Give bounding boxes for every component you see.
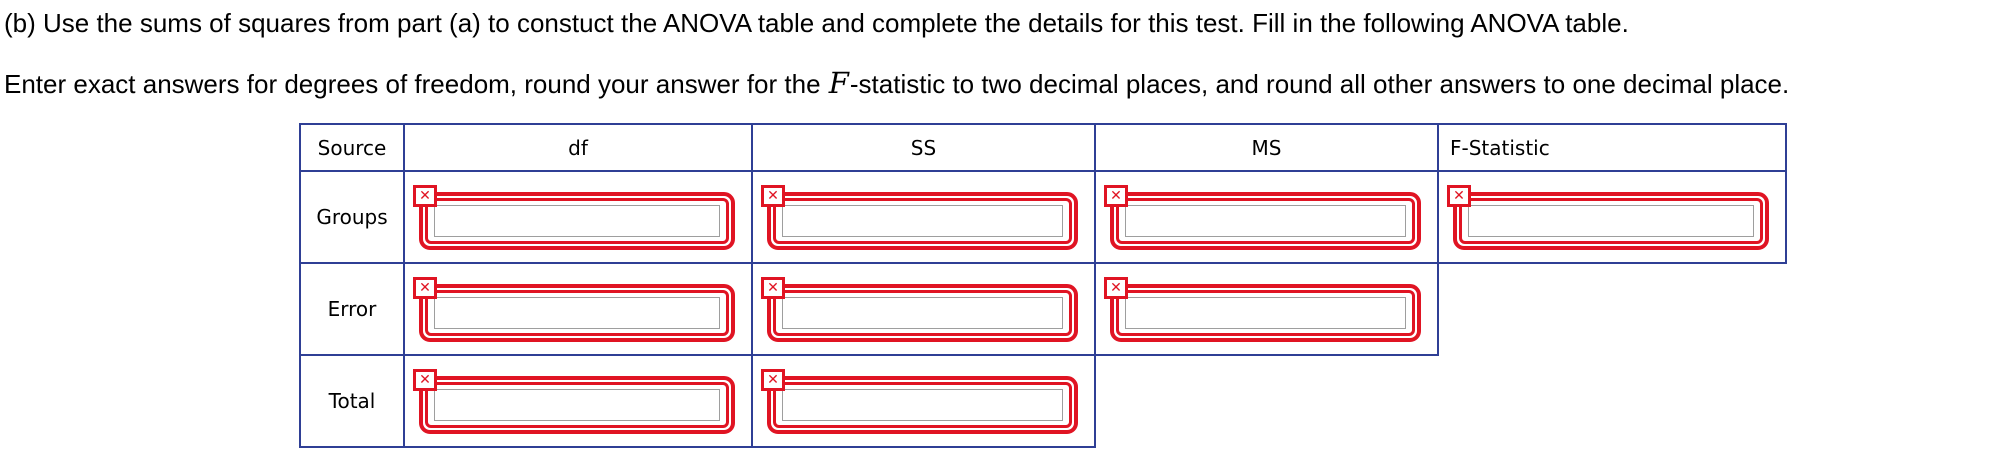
incorrect-outline: [767, 283, 1078, 342]
groups-ss-input[interactable]: [782, 204, 1063, 237]
cell-error-ss: ✕: [751, 262, 1096, 356]
row-label-total: Total: [299, 354, 405, 448]
incorrect-outline: [419, 191, 735, 250]
answer-field-groups-f-statistic: ✕: [1447, 184, 1769, 250]
f-statistic-symbol: F: [828, 66, 849, 100]
incorrect-outline: [767, 375, 1078, 434]
answer-field-error-ms: ✕: [1104, 276, 1421, 342]
incorrect-icon: ✕: [1104, 276, 1128, 299]
cell-error-df: ✕: [403, 262, 753, 356]
header-ms: MS: [1094, 123, 1439, 172]
total-df-input[interactable]: [434, 388, 720, 421]
incorrect-outline: [1453, 191, 1769, 250]
cell-total-ss: ✕: [751, 354, 1096, 448]
header-row: Source df SS MS F-Statistic: [299, 123, 1787, 172]
instruction-after-f: -statistic to two decimal places, and ro…: [849, 69, 1790, 99]
row-label-groups: Groups: [299, 170, 405, 264]
incorrect-outline: [767, 191, 1078, 250]
header-ss: SS: [751, 123, 1096, 172]
incorrect-outline: [419, 375, 735, 434]
cell-groups-df: ✕: [403, 170, 753, 264]
answer-format-instruction: Enter exact answers for degrees of freed…: [4, 66, 1992, 100]
table-row-total: Total ✕ ✕: [299, 354, 1786, 448]
total-ss-input[interactable]: [782, 388, 1063, 421]
instruction-before-f: Enter exact answers for degrees of freed…: [4, 69, 828, 99]
answer-field-groups-ss: ✕: [761, 184, 1078, 250]
cell-total-df: ✕: [403, 354, 753, 448]
groups-ms-input[interactable]: [1125, 204, 1406, 237]
incorrect-outline: [1110, 191, 1421, 250]
incorrect-icon: ✕: [1447, 184, 1471, 207]
cell-groups-ms: ✕: [1094, 170, 1439, 264]
answer-field-total-ss: ✕: [761, 368, 1078, 434]
answer-field-error-ss: ✕: [761, 276, 1078, 342]
groups-df-input[interactable]: [434, 204, 720, 237]
incorrect-icon: ✕: [413, 368, 437, 391]
error-ss-input[interactable]: [782, 296, 1063, 329]
anova-table: Source df SS MS F-Statistic Groups ✕ ✕: [299, 123, 1787, 448]
error-df-input[interactable]: [434, 296, 720, 329]
incorrect-icon: ✕: [761, 276, 785, 299]
cell-groups-f-statistic: ✕: [1437, 170, 1787, 264]
cell-groups-ss: ✕: [751, 170, 1096, 264]
incorrect-icon: ✕: [761, 184, 785, 207]
table-row-error: Error ✕ ✕ ✕: [299, 262, 1786, 356]
question-part-b-text: (b) Use the sums of squares from part (a…: [4, 8, 1629, 38]
answer-field-total-df: ✕: [413, 368, 735, 434]
table-row-groups: Groups ✕ ✕ ✕: [299, 170, 1787, 264]
header-df: df: [403, 123, 753, 172]
row-label-error: Error: [299, 262, 405, 356]
incorrect-icon: ✕: [413, 276, 437, 299]
cell-error-ms: ✕: [1094, 262, 1439, 356]
incorrect-icon: ✕: [761, 368, 785, 391]
incorrect-icon: ✕: [1104, 184, 1128, 207]
answer-field-error-df: ✕: [413, 276, 735, 342]
header-f-statistic: F-Statistic: [1437, 123, 1787, 172]
groups-f-statistic-input[interactable]: [1468, 204, 1754, 237]
header-source: Source: [299, 123, 405, 172]
answer-field-groups-df: ✕: [413, 184, 735, 250]
incorrect-outline: [1110, 283, 1421, 342]
incorrect-icon: ✕: [413, 184, 437, 207]
incorrect-outline: [419, 283, 735, 342]
answer-field-groups-ms: ✕: [1104, 184, 1421, 250]
error-ms-input[interactable]: [1125, 296, 1406, 329]
